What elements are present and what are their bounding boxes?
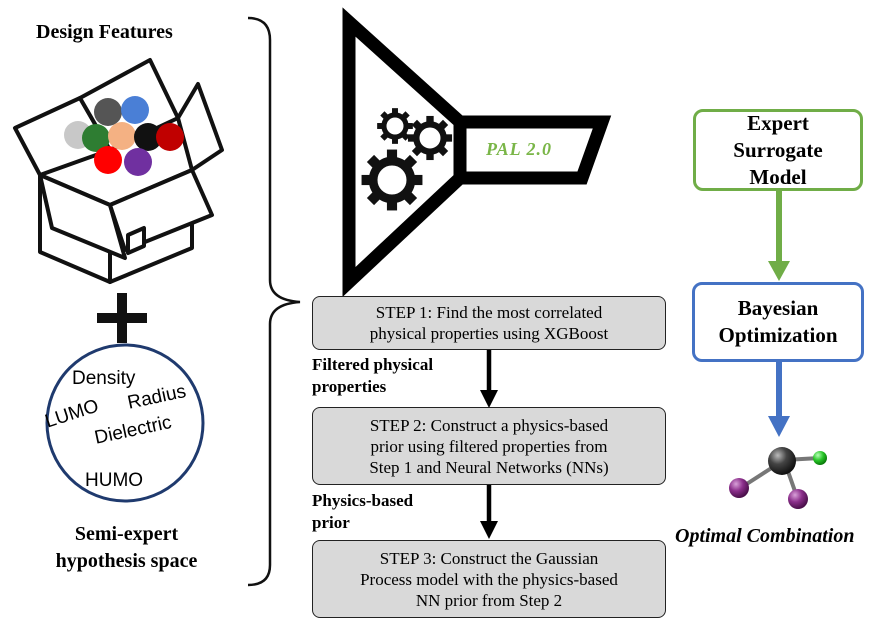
ball-icon [121, 96, 149, 124]
center-arrows [480, 349, 498, 539]
expert-surrogate-box: Expert Surrogate Model [693, 109, 863, 191]
ball-icon [134, 123, 162, 151]
funnel-icon [342, 7, 612, 297]
molecule-icon [729, 447, 827, 509]
ball-cluster [64, 96, 184, 176]
bayesian-optimization-box: Bayesian Optimization [692, 282, 864, 362]
arrow-label-physics: Physics-based prior [312, 491, 414, 532]
step-1-box: STEP 1: Find the most correlated physica… [312, 296, 666, 350]
ball-icon [82, 124, 110, 152]
plus-symbol [97, 293, 147, 343]
design-box-icon [13, 58, 224, 284]
ball-icon [108, 122, 136, 150]
arrow-label-filtered: Filtered physical properties [312, 355, 434, 396]
optimal-combination-label: Optimal Combination [675, 525, 855, 547]
ball-icon [94, 146, 122, 174]
step-3-box: STEP 3: Construct the Gaussian Process m… [312, 540, 666, 618]
right-arrows [768, 191, 790, 437]
step-2-box: STEP 2: Construct a physics-based prior … [312, 407, 666, 485]
hypothesis-word: HUMO [85, 470, 144, 491]
ball-icon [124, 148, 152, 176]
hypothesis-caption: Semi-expert hypothesis space [55, 523, 198, 572]
ball-icon [156, 123, 184, 151]
curly-brace [247, 16, 301, 587]
funnel-label: PAL 2.0 [486, 139, 552, 159]
hypothesis-circle [45, 343, 205, 503]
ball-icon [94, 98, 122, 126]
hypothesis-word: Density [72, 368, 136, 389]
design-features-title: Design Features [36, 21, 173, 43]
